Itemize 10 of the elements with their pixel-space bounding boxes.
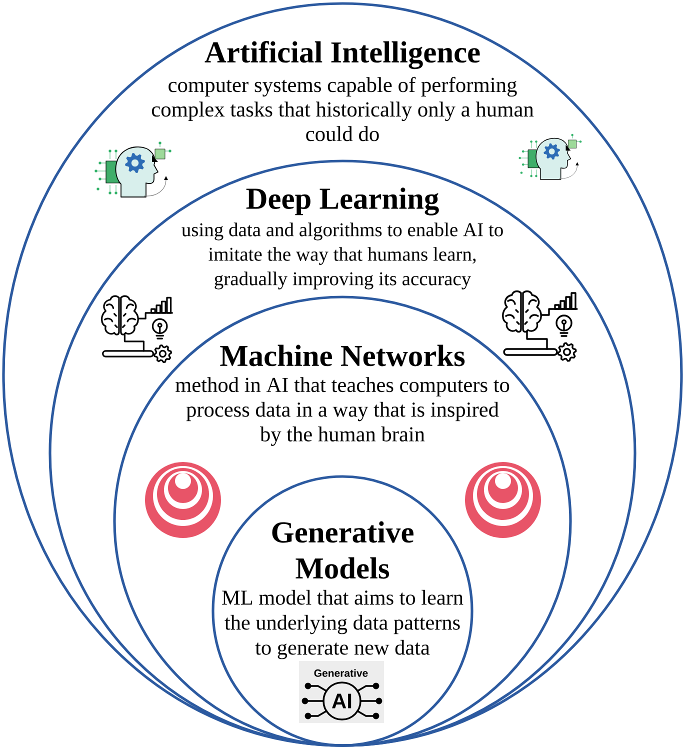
heading: Generative Models bbox=[272, 521, 414, 579]
icon-label: AI bbox=[332, 694, 352, 708]
description: method in AI that teaches computers to process data in a way that is inspired by the human brain bbox=[176, 377, 510, 446]
heading: Machine Networks bbox=[220, 344, 465, 366]
heading: Artificial Intelligence bbox=[204, 40, 480, 70]
description: computer systems capable of performing complex tasks that historically only a human could do bbox=[152, 76, 534, 142]
icon-label: Generative bbox=[314, 669, 368, 677]
heading: Deep Learning bbox=[246, 188, 439, 216]
description: using data and algorithms to enable AI to imitate the way that humans learn, gradually improving its accuracy bbox=[182, 222, 503, 290]
description: ML model that aims to learn the underlying data patterns to generate new data bbox=[222, 590, 464, 660]
